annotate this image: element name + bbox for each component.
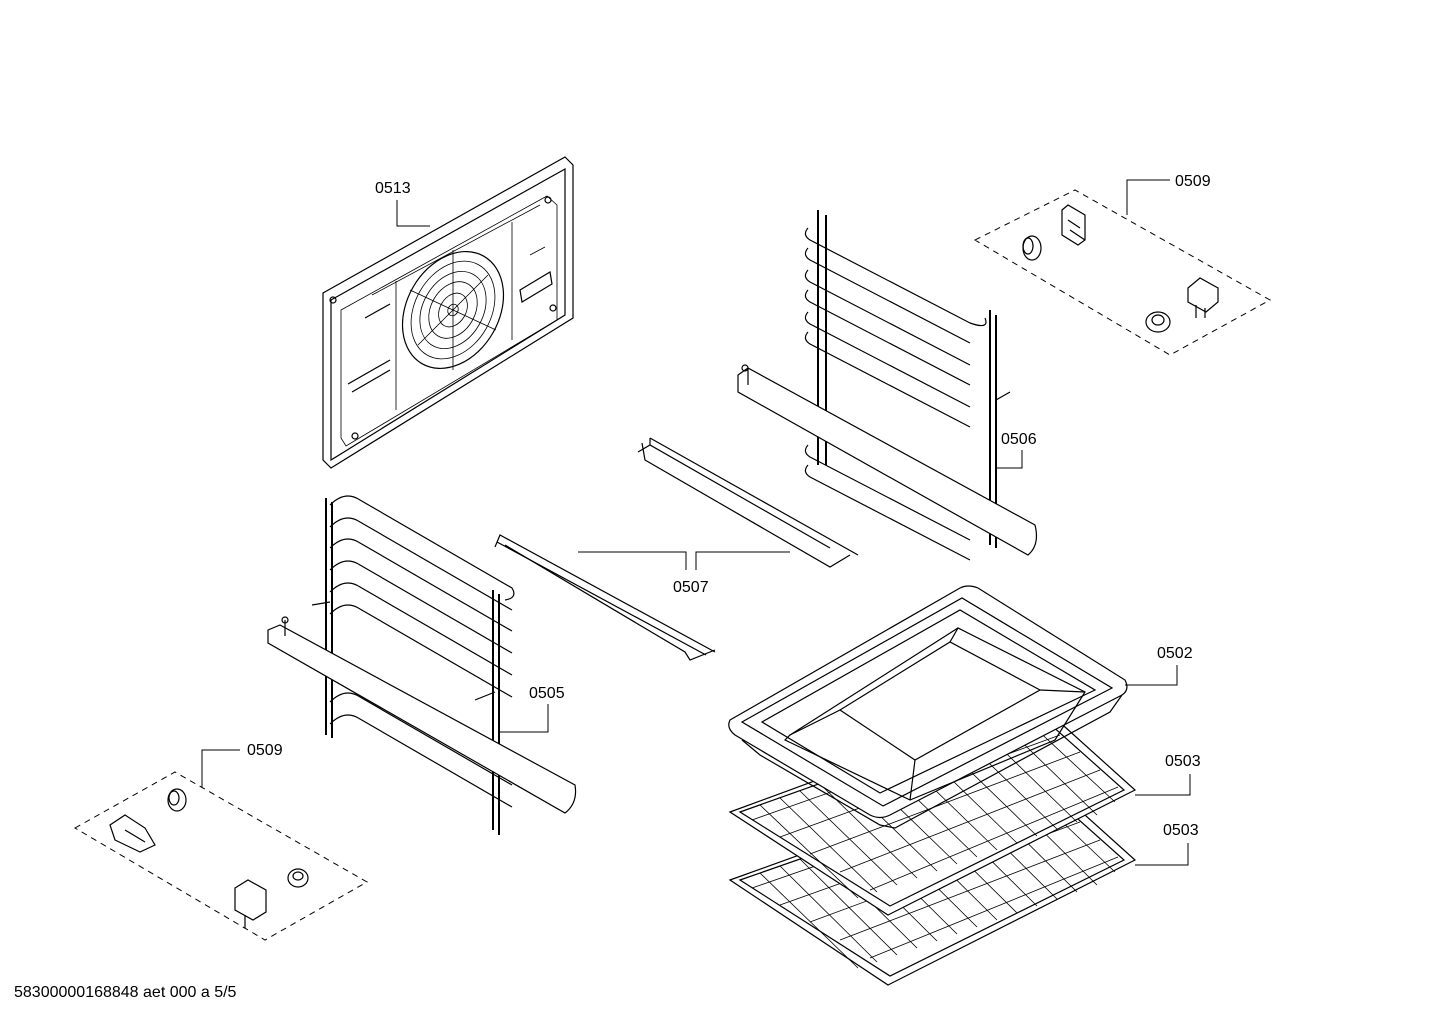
svg-text:0507: 0507 xyxy=(673,579,709,596)
shelf-support-upper-0507 xyxy=(637,437,859,568)
label-0505: 0505 xyxy=(500,685,565,733)
label-0509-bottom: 0509 xyxy=(201,742,283,788)
label-0507: 0507 xyxy=(578,551,790,596)
side-rail-0506 xyxy=(737,210,1038,561)
label-0506: 0506 xyxy=(996,431,1037,469)
svg-text:0505: 0505 xyxy=(529,685,565,702)
label-0513: 0513 xyxy=(375,180,430,227)
side-rail-0505 xyxy=(267,495,577,835)
kit-0509-top-right xyxy=(973,189,1272,356)
knob-icon xyxy=(1022,235,1042,261)
kit-0509-bottom-left xyxy=(73,771,369,941)
label-0502: 0502 xyxy=(1125,645,1193,686)
shelf-support-lower-0507 xyxy=(494,534,716,661)
label-0509-top: 0509 xyxy=(1126,173,1211,215)
svg-text:0513: 0513 xyxy=(375,180,411,197)
lamp-cap-icon xyxy=(287,868,309,888)
clip-icon xyxy=(109,814,156,853)
svg-text:0502: 0502 xyxy=(1157,645,1193,662)
clip-icon xyxy=(1061,204,1086,246)
label-0503-lower: 0503 xyxy=(1135,822,1199,866)
svg-text:0509: 0509 xyxy=(1175,173,1211,190)
label-0503-upper: 0503 xyxy=(1135,753,1201,796)
svg-text:0503: 0503 xyxy=(1165,753,1201,770)
back-panel-0513 xyxy=(322,156,574,469)
document-code: 58300000168848 aet 000 a 5/5 xyxy=(14,984,237,1001)
knob-icon xyxy=(167,788,187,812)
svg-text:0506: 0506 xyxy=(1001,431,1037,448)
baking-tray-0502 xyxy=(728,585,1128,829)
svg-text:0509: 0509 xyxy=(247,742,283,759)
lamp-holder-icon xyxy=(1187,277,1219,318)
lamp-holder-icon xyxy=(234,879,267,928)
lamp-cap-icon xyxy=(1145,311,1171,333)
svg-text:0503: 0503 xyxy=(1163,822,1199,839)
